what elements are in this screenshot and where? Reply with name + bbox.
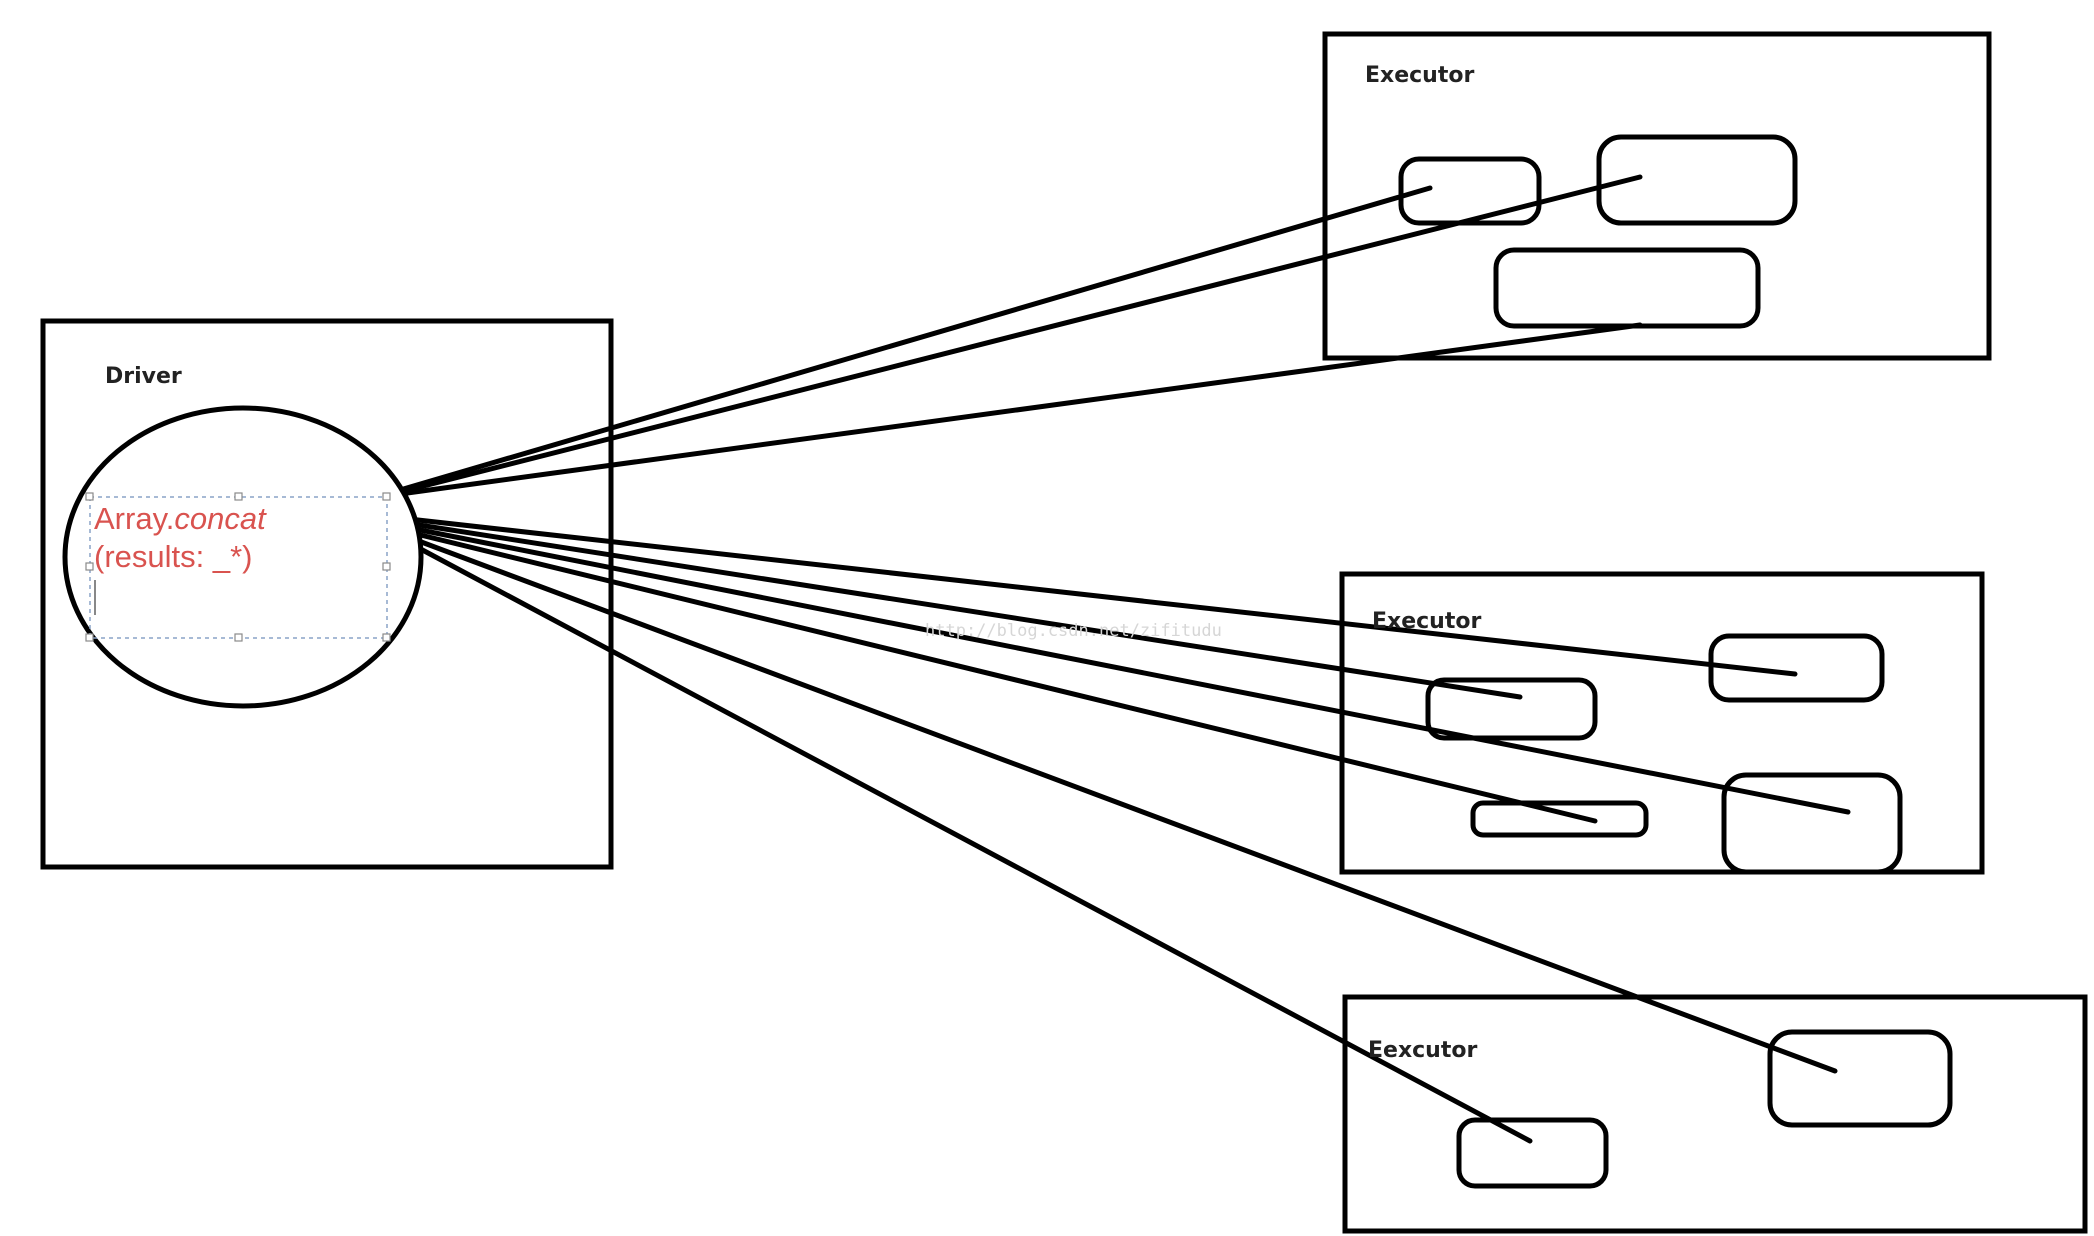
partition-block	[1708, 633, 1885, 703]
connection-line	[397, 535, 1533, 1144]
selection-handle	[234, 633, 243, 642]
driver-node: Driver Array.concat (results: _*)	[40, 318, 614, 870]
driver-code-line1: Array.concat	[94, 501, 267, 536]
connection-line	[397, 322, 1643, 497]
partition-block	[1456, 1117, 1609, 1189]
connection-line	[397, 527, 1598, 824]
driver-ellipse	[62, 405, 424, 709]
executor-box	[1342, 994, 2088, 1234]
selection-handle	[85, 633, 94, 642]
selection-handle	[85, 492, 94, 501]
executor-box	[1339, 571, 1985, 875]
text-selection-frame	[85, 492, 391, 642]
driver-label: Driver	[105, 364, 182, 389]
selection-handle	[382, 562, 391, 571]
driver-box	[40, 318, 614, 870]
partition-block	[1425, 677, 1598, 741]
selection-handle	[382, 633, 391, 642]
partition-block	[1493, 247, 1761, 329]
executor-node-1: Executor	[1322, 31, 1992, 361]
connection-line	[397, 519, 1523, 700]
connection-line	[397, 174, 1643, 495]
partition-block	[1470, 800, 1649, 838]
selection-handle	[382, 492, 391, 501]
connection-lines	[397, 174, 1851, 1144]
executor-box	[1322, 31, 1992, 361]
selection-handle	[234, 492, 243, 501]
executor-label: Executor	[1365, 63, 1474, 88]
executor-node-2: Executor	[1339, 571, 1985, 875]
connection-line	[397, 515, 1798, 677]
connection-line	[397, 523, 1851, 815]
executor-node-3: Eexcutor	[1342, 994, 2088, 1234]
connection-line	[397, 185, 1433, 493]
executor-label: Eexcutor	[1368, 1038, 1477, 1063]
partition-block	[1767, 1029, 1953, 1128]
partition-block	[1721, 772, 1903, 875]
executor-label: Executor	[1372, 609, 1481, 634]
partition-block	[1398, 156, 1542, 226]
partition-block	[1596, 134, 1798, 226]
watermark-text: http://blog.csdn.net/zifitudu	[925, 621, 1222, 641]
selection-handle	[85, 562, 94, 571]
driver-code-line2: (results: _*)	[94, 539, 252, 574]
connection-line	[397, 531, 1838, 1074]
